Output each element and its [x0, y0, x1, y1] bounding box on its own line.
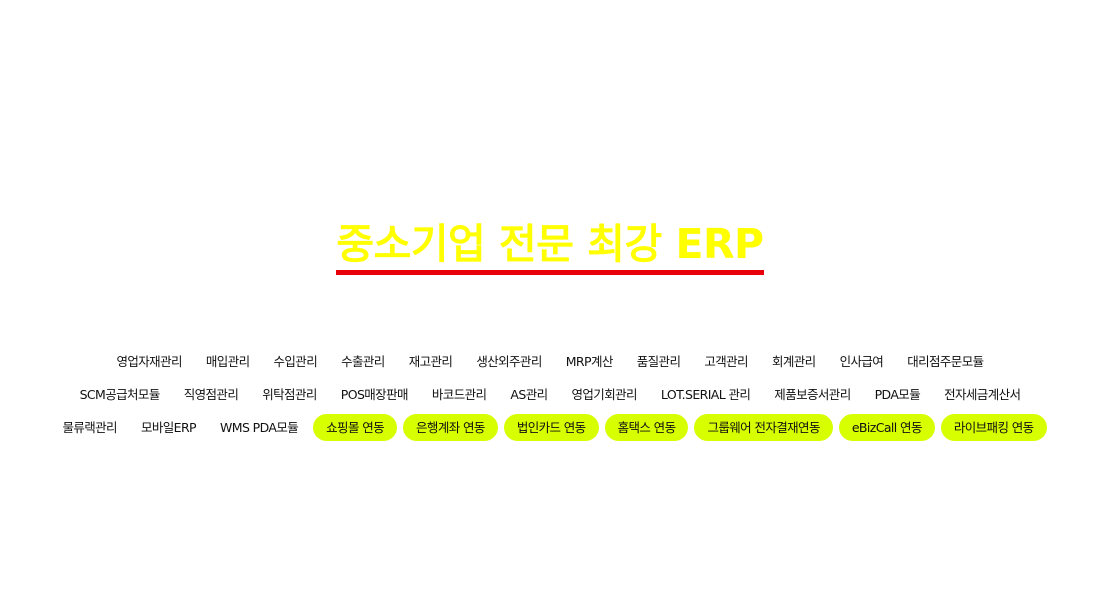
module-link-mobile-erp[interactable]: 모바일ERP	[140, 419, 197, 435]
module-link-e-tax-invoice[interactable]: 전자세금계산서	[944, 386, 1021, 402]
module-link-export[interactable]: 수출관리	[341, 353, 385, 369]
module-link-quality[interactable]: 품질관리	[636, 353, 681, 369]
module-link-wms-pda[interactable]: WMS PDA모듈	[220, 419, 299, 435]
module-row-2: SCM공급처모듈 직영점관리 위탁점관리 POS매장판매 바코드관리 AS관리 …	[55, 378, 1045, 411]
module-link-import[interactable]: 수입관리	[273, 353, 318, 369]
integration-link-corporate-card[interactable]: 법인카드 연동	[503, 414, 599, 441]
module-link-logistics-rack[interactable]: 물류랙관리	[62, 419, 117, 435]
hero-title-wrapper: 중소기업 전문 최강 ERP	[0, 218, 1100, 275]
module-link-dealer-order[interactable]: 대리점주문모듈	[907, 353, 984, 369]
integration-link-shopping-mall[interactable]: 쇼핑몰 연동	[313, 414, 398, 441]
module-row-3: 물류랙관리 모바일ERP WMS PDA모듈 쇼핑몰 연동 은행계좌 연동 법인…	[55, 411, 1047, 444]
module-link-sales-material[interactable]: 영업자재관리	[116, 353, 182, 369]
module-row-1: 영업자재관리 매입관리 수입관리 수출관리 재고관리 생산외주관리 MRP계산 …	[55, 345, 1045, 378]
module-link-purchase[interactable]: 매입관리	[205, 353, 250, 369]
integration-link-groupware-approval[interactable]: 그룹웨어 전자결재연동	[694, 414, 833, 441]
integration-link-live-packing[interactable]: 라이브패킹 연동	[940, 414, 1047, 441]
module-link-sales-opportunity[interactable]: 영업기회관리	[571, 386, 638, 402]
module-link-mrp[interactable]: MRP계산	[565, 353, 614, 369]
module-link-barcode[interactable]: 바코드관리	[431, 386, 487, 402]
module-list: 영업자재관리 매입관리 수입관리 수출관리 재고관리 생산외주관리 MRP계산 …	[55, 345, 1047, 444]
integration-link-hometax[interactable]: 홈택스 연동	[604, 414, 689, 441]
module-link-inventory[interactable]: 재고관리	[408, 353, 453, 369]
module-link-production-outsourcing[interactable]: 생산외주관리	[476, 353, 542, 369]
module-link-warranty[interactable]: 제품보증서관리	[774, 386, 851, 402]
integration-link-ebizcall[interactable]: eBizCall 연동	[838, 414, 935, 441]
module-link-direct-store[interactable]: 직영점관리	[183, 386, 239, 402]
module-link-pos[interactable]: POS매장판매	[340, 386, 409, 402]
hero-title: 중소기업 전문 최강 ERP	[336, 218, 764, 275]
module-link-pda[interactable]: PDA모듈	[874, 386, 921, 402]
module-link-scm[interactable]: SCM공급처모듈	[79, 386, 161, 402]
module-link-hr-payroll[interactable]: 인사급여	[839, 353, 884, 369]
module-link-lot-serial[interactable]: LOT.SERIAL 관리	[660, 386, 751, 402]
module-link-customer[interactable]: 고객관리	[704, 353, 748, 369]
module-link-as[interactable]: AS관리	[510, 386, 548, 402]
module-link-consignment-store[interactable]: 위탁점관리	[262, 386, 317, 402]
integration-link-bank-account[interactable]: 은행계좌 연동	[403, 414, 498, 441]
module-link-accounting[interactable]: 회계관리	[771, 353, 816, 369]
